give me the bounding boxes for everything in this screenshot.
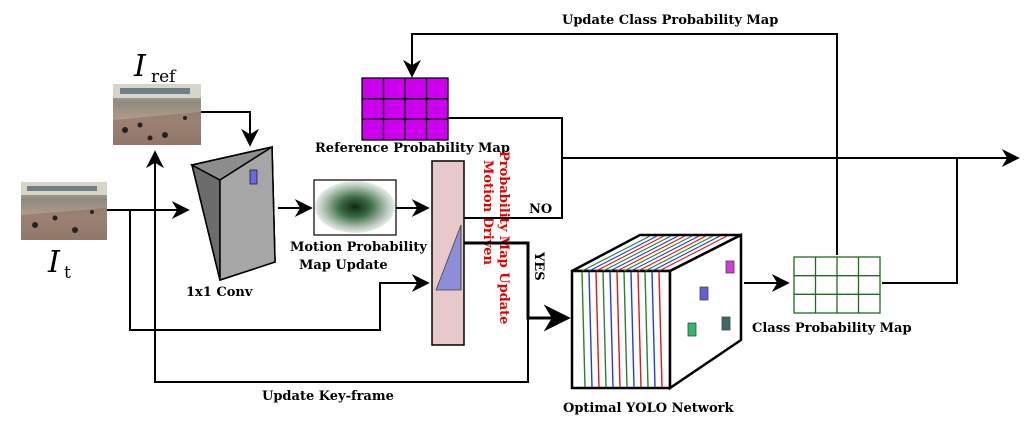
yolo-stripe-top (595, 235, 665, 272)
svg-text:Motion Driven: Motion Driven (480, 160, 495, 266)
yolo-stripe-top (651, 235, 721, 272)
yolo-stripe (651, 271, 656, 388)
yolo-stripe-top (588, 235, 658, 272)
yolo-stripe-top (630, 235, 700, 272)
yolo-stripe (644, 271, 649, 388)
yolo-stripe (637, 271, 642, 388)
yolo-stripe (623, 271, 628, 388)
connector-lines (107, 33, 1020, 383)
yolo-stripe (658, 271, 663, 388)
svg-text:t: t (64, 263, 71, 283)
yolo-network-block (570, 232, 743, 391)
yolo-stripe (581, 271, 586, 388)
motion-prob-label-1: Motion Probability (290, 240, 427, 255)
svg-text:I: I (47, 245, 61, 280)
yes-label: YES (531, 251, 546, 281)
yolo-stripe-top (623, 235, 693, 272)
current-frame-image (21, 182, 107, 240)
yolo-stripe-top (644, 235, 714, 272)
update-keyframe-label: Update Key-frame (262, 389, 394, 404)
svg-text:I: I (133, 49, 147, 84)
motion-driven-label: Motion Driven Probability Map Update (480, 151, 511, 324)
yolo-stripe (630, 271, 635, 388)
conv-block (189, 145, 276, 282)
svg-text:ref: ref (151, 67, 177, 87)
yolo-stripe (616, 271, 621, 388)
reference-probability-map (361, 77, 449, 141)
yolo-stripe (609, 271, 614, 388)
yolo-stripe-top (602, 235, 672, 272)
yolo-label: Optimal YOLO Network (563, 401, 734, 416)
class-prob-label: Class Probability Map (752, 321, 912, 336)
it-label: I t (47, 245, 71, 283)
yolo-stripe-top (581, 235, 651, 272)
yolo-stripe-top (637, 235, 707, 272)
yolo-stripe-top (658, 235, 728, 272)
yolo-stripe (602, 271, 607, 388)
yolo-stripe-top (616, 235, 686, 272)
reference-prob-label: Reference Probability Map (315, 141, 510, 156)
reference-frame-image (113, 84, 201, 145)
yolo-stripe (595, 271, 600, 388)
motion-probability-map (313, 179, 397, 236)
yolo-stripe-top (609, 235, 679, 272)
no-label: NO (529, 202, 552, 217)
svg-text:Probability Map Update: Probability Map Update (496, 151, 511, 324)
update-class-prob-label: Update Class Probability Map (562, 13, 778, 28)
yolo-stripe (588, 271, 593, 388)
yolo-layer-stripes (581, 235, 728, 388)
conv-label: 1x1 Conv (186, 285, 253, 300)
svg-text:YES: YES (531, 251, 546, 281)
class-probability-map (793, 256, 881, 314)
iref-label: I ref (133, 49, 177, 87)
motion-prob-label-2: Map Update (299, 258, 388, 273)
motion-driven-block (431, 160, 465, 346)
